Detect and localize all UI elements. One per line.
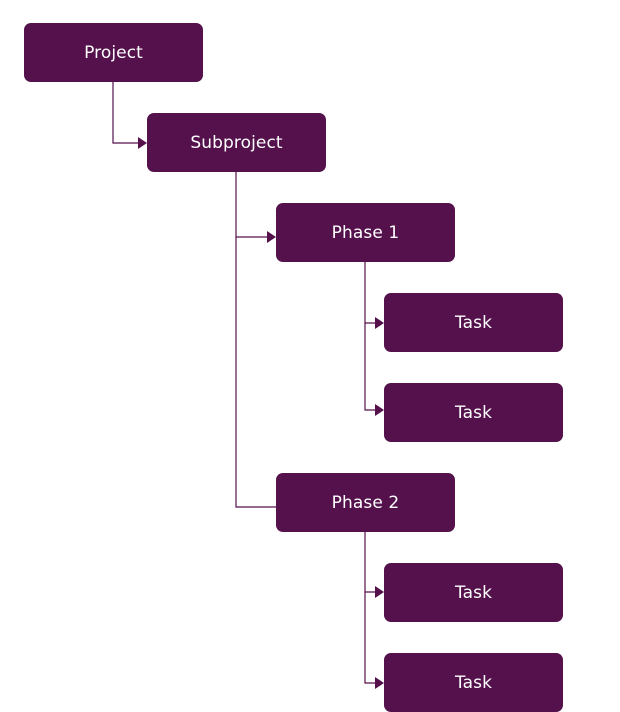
node-phase-2-label: Phase 2 <box>331 492 400 513</box>
node-subproject: Subproject <box>147 113 326 172</box>
arrowhead-phase1 <box>267 231 276 243</box>
arrowhead-task4 <box>375 677 384 689</box>
arrowhead-task3 <box>375 586 384 598</box>
node-task-4: Task <box>384 653 563 712</box>
node-subproject-label: Subproject <box>190 132 283 153</box>
node-phase-2: Phase 2 <box>276 473 455 532</box>
node-project-label: Project <box>84 42 143 63</box>
connector-subproject-phase1 <box>235 172 267 238</box>
connector-subproject-phase2 <box>235 237 276 508</box>
node-phase-1-label: Phase 1 <box>331 222 400 243</box>
node-project: Project <box>24 23 203 82</box>
connector-phase1-task2 <box>364 323 375 411</box>
arrowhead-subproject <box>138 137 147 149</box>
connector-phase2-task4 <box>364 592 375 684</box>
node-task-4-label: Task <box>454 672 493 693</box>
arrowhead-task2 <box>375 404 384 416</box>
node-task-3-label: Task <box>454 582 493 603</box>
connector-project-subproject <box>112 82 138 144</box>
connector-phase1-task1 <box>364 262 375 324</box>
connector-phase2-task3 <box>364 532 375 593</box>
node-task-2: Task <box>384 383 563 442</box>
node-task-3: Task <box>384 563 563 622</box>
node-phase-1: Phase 1 <box>276 203 455 262</box>
arrowhead-task1 <box>375 317 384 329</box>
node-task-2-label: Task <box>454 402 493 423</box>
node-task-1-label: Task <box>454 312 493 333</box>
node-task-1: Task <box>384 293 563 352</box>
